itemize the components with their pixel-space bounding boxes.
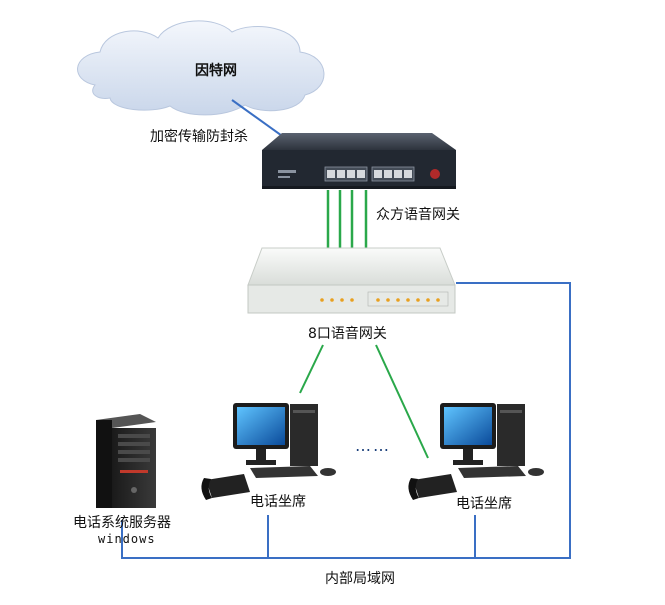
right-agent-phone [408, 474, 457, 500]
internet-label: 因特网 [195, 63, 237, 79]
eight-port-gateway-label: 8口语音网关 [308, 326, 387, 342]
link-gateway-to-left-agent [299, 344, 324, 394]
left-agent-label: 电话坐席 [250, 494, 306, 510]
right-agent-workstation [440, 403, 544, 478]
switch-ports [324, 166, 415, 182]
left-agent-workstation [233, 403, 336, 478]
server-os-label: windows [98, 532, 156, 546]
right-agent-label: 电话坐席 [456, 496, 512, 512]
lan-lines [121, 282, 571, 559]
gateway-leds [320, 298, 440, 302]
ellipsis-label: …… [355, 436, 391, 455]
eight-port-gateway [247, 247, 456, 314]
encryption-label: 加密传输防封杀 [150, 129, 248, 145]
server-tower [96, 414, 156, 508]
left-agent-phone [201, 474, 250, 500]
link-cloud-to-switch [231, 99, 286, 139]
server-label: 电话系统服务器 [73, 515, 171, 531]
voice-gateway-switch [262, 133, 456, 189]
green-cables-switch-to-gateway [326, 190, 368, 250]
lan-label: 内部局域网 [325, 571, 395, 587]
gateway-brand-label: 众方语音网关 [376, 207, 460, 223]
link-gateway-to-right-agent [375, 344, 429, 459]
internet-cloud [77, 20, 325, 116]
